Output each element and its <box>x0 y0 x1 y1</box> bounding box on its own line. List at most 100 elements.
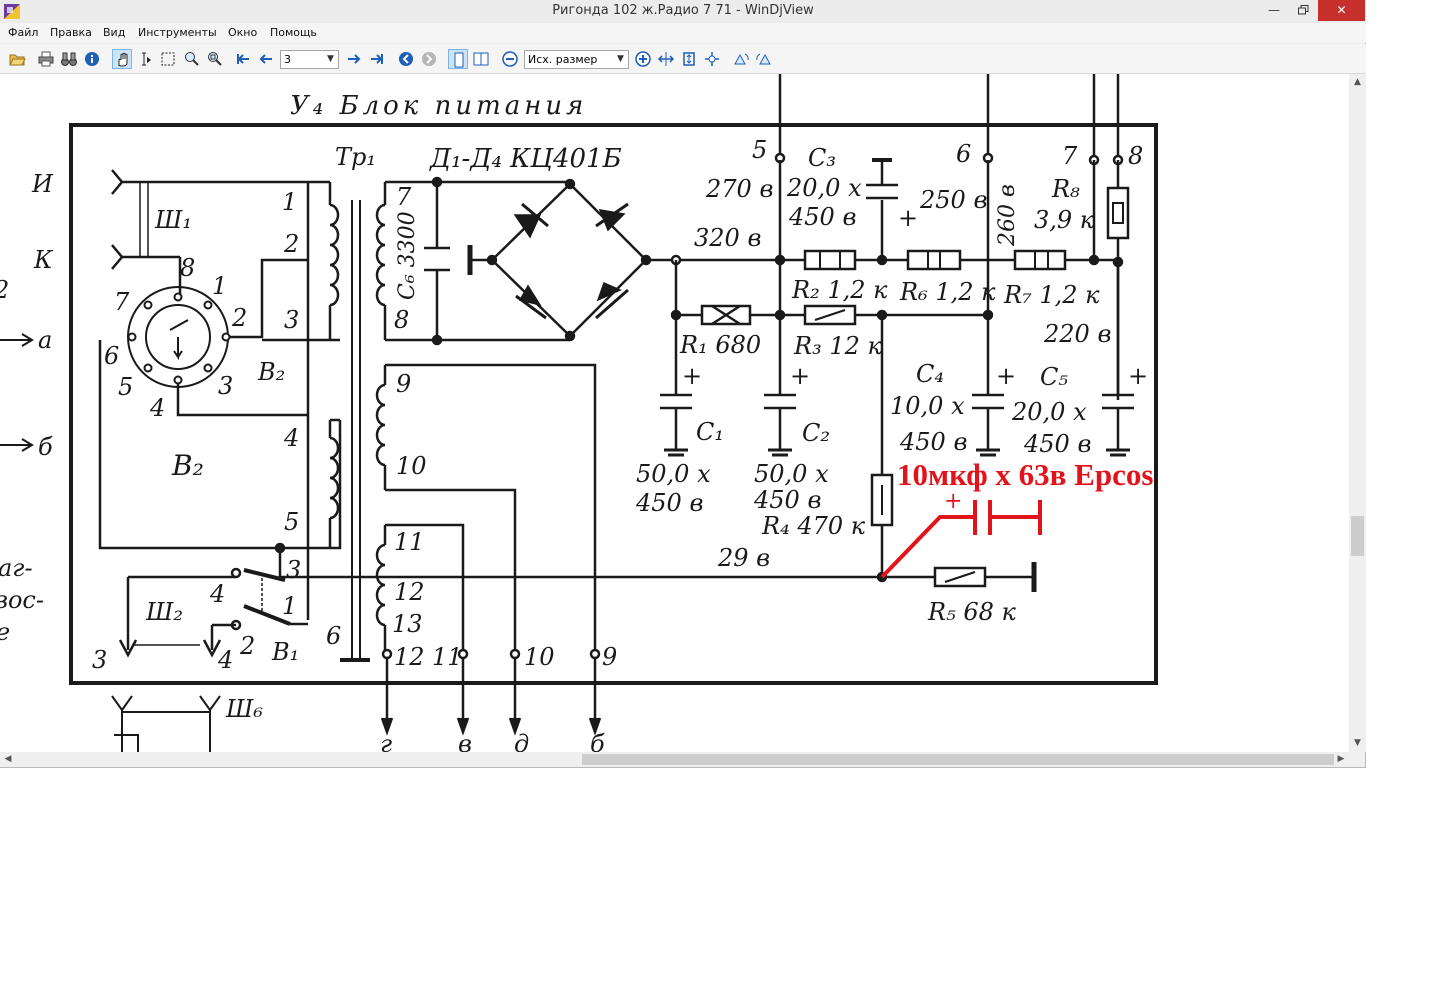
c5-voltage: 450 в <box>1023 430 1091 458</box>
chevron-down-icon: ▼ <box>327 54 334 64</box>
c4-value: 10,0 х <box>890 392 965 420</box>
resistor-r2 <box>803 249 857 271</box>
arrow-left-icon <box>259 54 272 64</box>
rotate-right-button[interactable] <box>754 49 774 69</box>
pin-top-7: 7 <box>1062 142 1078 170</box>
minimize-button[interactable]: — <box>1260 0 1288 21</box>
winding-5: 5 <box>284 508 299 536</box>
scroll-left-icon[interactable]: ◀ <box>4 754 12 764</box>
zoom-rect-icon <box>208 52 222 66</box>
menu-view[interactable]: Вид <box>103 26 126 39</box>
c4-label: С₄ <box>916 360 944 388</box>
horizontal-scroll-thumb[interactable] <box>582 754 1334 765</box>
page-number-select[interactable]: 3 ▼ <box>280 50 339 69</box>
chevron-down-icon: ▼ <box>617 54 624 64</box>
winding-2: 2 <box>283 230 299 258</box>
horizontal-scrollbar[interactable]: ◀ ▶ <box>0 752 1349 767</box>
plus-c5: + <box>1128 362 1148 390</box>
block-title: У₄ Блок питания <box>290 91 587 121</box>
menu-bar: Файл Правка Вид Инструменты Окно Помощь <box>0 23 1366 43</box>
document-view[interactable]: У₄ Блок питания Тр₁ Д₁-Д₄ КЦ401Б С₆ 3300… <box>0 74 1349 752</box>
transformer-label: Тр₁ <box>335 143 376 171</box>
vertical-scroll-thumb[interactable] <box>1351 516 1364 556</box>
menu-tools[interactable]: Инструменты <box>138 26 217 39</box>
c1-label: С₁ <box>696 418 724 446</box>
stretch-button[interactable] <box>702 49 722 69</box>
power-supply-schematic: У₄ Блок питания Тр₁ Д₁-Д₄ КЦ401Б С₆ 3300… <box>0 74 1158 752</box>
zoom-out-button[interactable] <box>500 49 520 69</box>
winding-12: 12 <box>394 578 425 606</box>
r3-label: R₃ 12 к <box>793 332 882 360</box>
sh2-label: Ш₂ <box>145 598 183 626</box>
zoom-out-icon <box>502 51 518 67</box>
resistor-r7 <box>1013 249 1067 271</box>
first-page-button[interactable] <box>233 49 253 69</box>
toolbar: 3 ▼ Исх. размер ▼ <box>0 44 1366 74</box>
sh1-label: Ш₁ <box>154 206 192 234</box>
c3-voltage: 450 в <box>788 203 856 231</box>
resistor-r8 <box>1106 186 1130 240</box>
switch-pin-2: 2 <box>231 304 247 332</box>
rotate-left-button[interactable] <box>731 49 751 69</box>
rect-select-button[interactable] <box>158 49 178 69</box>
c1-value: 50,0 х <box>636 460 711 488</box>
menu-window[interactable]: Окно <box>228 26 258 39</box>
close-icon: ✕ <box>1336 3 1347 17</box>
vertical-scrollbar[interactable]: ▲ ▼ <box>1349 74 1366 752</box>
rotate-right-icon <box>756 53 771 65</box>
fit-page-icon <box>683 52 695 66</box>
menu-file[interactable]: Файл <box>8 26 39 39</box>
hand-tool-button[interactable] <box>112 49 132 69</box>
arrow-label-d: д <box>514 730 529 752</box>
single-page-icon <box>454 52 464 68</box>
fit-width-button[interactable] <box>656 49 676 69</box>
voltage-250: 250 в <box>919 186 987 214</box>
block-outline <box>69 123 1158 685</box>
switch-pin-3: 3 <box>218 372 233 400</box>
zoom-in-button[interactable] <box>633 49 653 69</box>
next-page-button[interactable] <box>344 49 364 69</box>
annotation-text: 10мкф х 63в Epcos <box>897 457 1153 492</box>
info-button[interactable] <box>82 49 102 69</box>
winding-8: 8 <box>394 306 409 334</box>
scroll-down-icon[interactable]: ▼ <box>1354 738 1361 748</box>
v2-label: В₂ <box>257 358 285 386</box>
voltage-270: 270 в <box>705 175 773 203</box>
restore-button[interactable] <box>1289 0 1317 21</box>
left-text-2: вос- <box>0 586 44 614</box>
c4-voltage: 450 в <box>899 428 967 456</box>
pin-bottom-9: 9 <box>602 643 617 671</box>
fit-page-button[interactable] <box>679 49 699 69</box>
menu-edit[interactable]: Правка <box>50 26 92 39</box>
zoom-select[interactable]: Исх. размер ▼ <box>524 50 629 69</box>
scroll-right-icon[interactable]: ▶ <box>1337 754 1345 764</box>
diode-bridge-label: Д₁-Д₄ КЦ401Б <box>429 144 622 174</box>
scroll-up-icon[interactable]: ▲ <box>1354 77 1361 87</box>
menu-help[interactable]: Помощь <box>270 26 317 39</box>
last-page-button[interactable] <box>367 49 387 69</box>
folder-open-icon <box>9 54 26 66</box>
c5-value: 20,0 х <box>1011 398 1087 426</box>
close-button[interactable]: ✕ <box>1318 0 1365 21</box>
r6-label: R₆ 1,2 к <box>899 278 996 306</box>
winding-4: 4 <box>283 424 299 452</box>
v2-block-label: В₂ <box>171 449 204 482</box>
switch-pin-5: 5 <box>118 373 133 401</box>
open-button[interactable] <box>7 49 27 69</box>
prev-page-button[interactable] <box>256 49 276 69</box>
facing-pages-button[interactable] <box>471 49 491 69</box>
zoom-tool-button[interactable] <box>181 49 201 69</box>
back-button[interactable] <box>396 49 416 69</box>
zoom-rect-button[interactable] <box>204 49 224 69</box>
forward-button[interactable] <box>419 49 439 69</box>
print-button[interactable] <box>36 49 56 69</box>
switch-pin-4: 4 <box>149 394 165 422</box>
text-select-button[interactable] <box>135 49 155 69</box>
find-button[interactable] <box>59 49 79 69</box>
c2-label: С₂ <box>802 419 830 447</box>
switch-pin-6: 6 <box>104 342 119 370</box>
arrow-label-b: б <box>590 730 605 752</box>
switch-pin-1: 1 <box>212 272 227 300</box>
restore-icon <box>1297 5 1308 15</box>
single-page-button[interactable] <box>448 49 468 69</box>
